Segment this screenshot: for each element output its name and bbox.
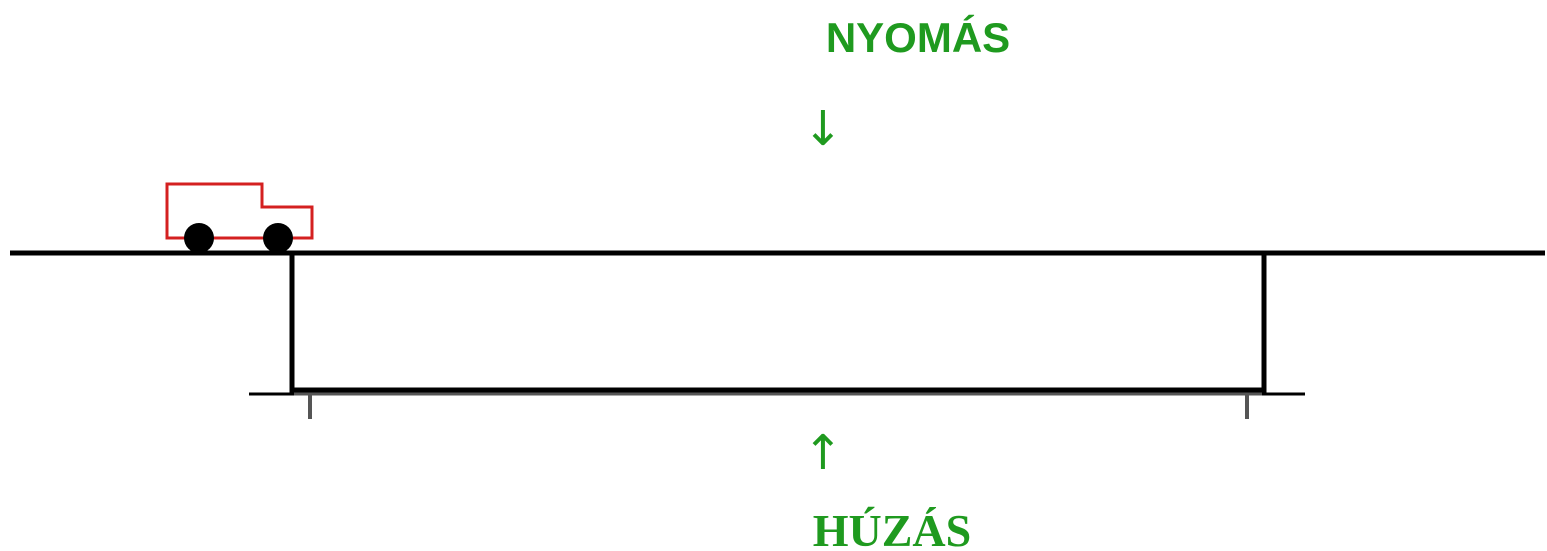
tension-label: HÚZÁS (813, 505, 971, 551)
up-arrow-icon: ↑ (803, 425, 843, 481)
truck-icon (165, 182, 314, 253)
truck-front-wheel (263, 223, 293, 253)
down-arrow-icon: ↓ (803, 101, 843, 157)
compression-label: NYOMÁS (826, 14, 1010, 61)
truck-rear-wheel (184, 223, 214, 253)
beam (289, 250, 1267, 393)
